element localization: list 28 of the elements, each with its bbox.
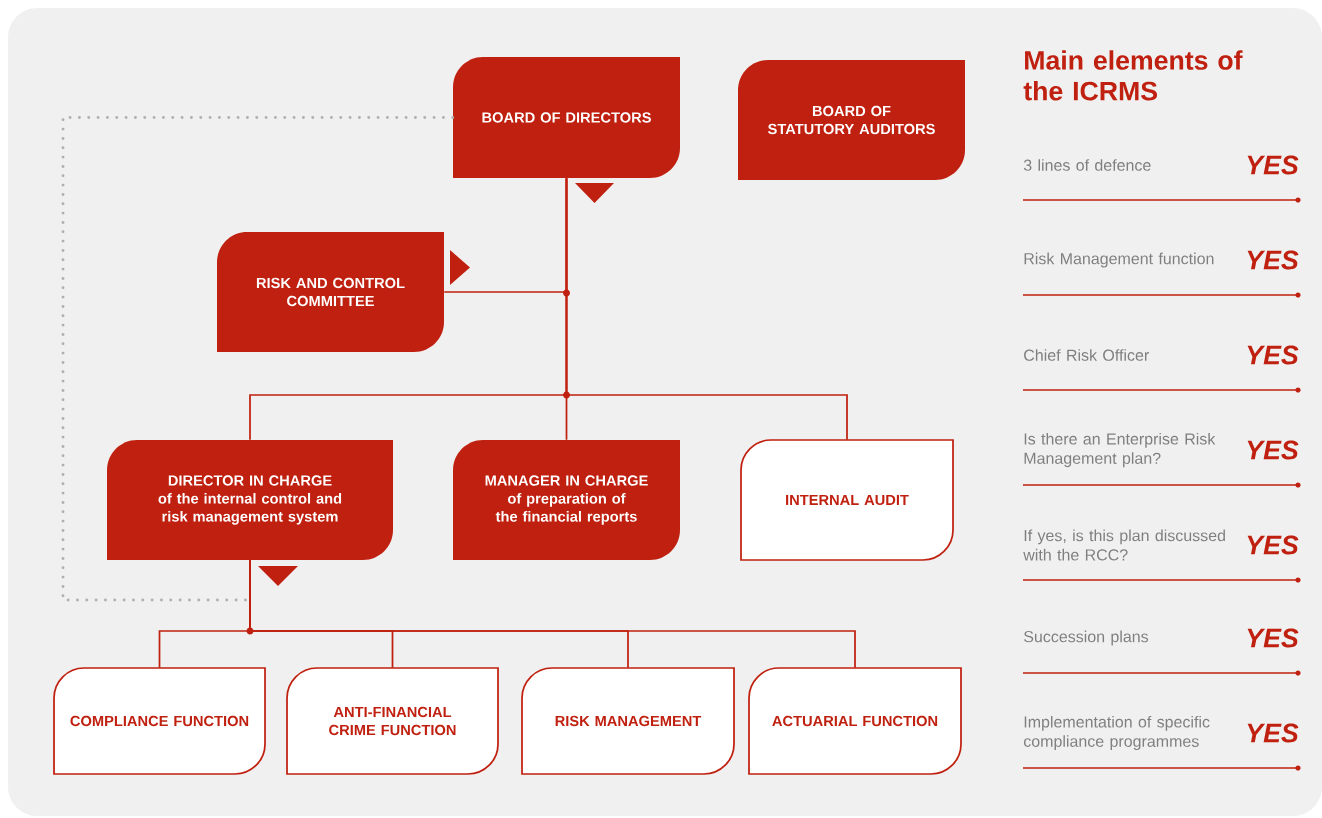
row-text: Risk Management function	[1024, 252, 1214, 268]
connector-line	[249, 559, 856, 669]
board-box: BOARD OF STATUTORY AUDITORS	[738, 60, 965, 180]
dotted-connector	[61, 116, 455, 602]
manager-box: MANAGER IN CHARGE of preparation of the financial reports	[453, 440, 680, 560]
answer-text: YES	[1247, 535, 1299, 555]
function-box: ACTUARIAL FUNCTION	[748, 667, 962, 775]
row-text: 3 lines of defence	[1023, 159, 1151, 171]
answer-text: YES	[1247, 250, 1299, 270]
answer-text: YES	[1247, 155, 1299, 175]
row-text: Is there an Enterprise Risk Management plan?	[1024, 432, 1216, 468]
function-box: ANTI-FINANCIAL CRIME FUNCTION	[286, 667, 499, 775]
answer-text: YES	[1247, 723, 1299, 743]
row-text: Implementation of specific compliance programmes	[1023, 715, 1210, 751]
panel-heading: Main elements of the ICRMS	[1023, 50, 1243, 101]
audit-box: INTERNAL AUDIT	[740, 439, 954, 561]
function-box: RISK MANAGEMENT	[521, 667, 735, 775]
director-box: DIRECTOR IN CHARGE of the internal control and risk management system	[107, 440, 393, 560]
answer-text: YES	[1247, 628, 1299, 648]
answer-text: YES	[1247, 440, 1299, 460]
committee-box: RISK AND CONTROL COMMITTEE	[217, 232, 444, 352]
row-text: Succession plans	[1024, 630, 1149, 646]
board-box: BOARD OF DIRECTORS	[453, 57, 680, 178]
answer-text: YES	[1247, 345, 1299, 365]
connector-line	[565, 177, 848, 441]
row-text: Chief Risk Officer	[1024, 349, 1149, 361]
row-text: If yes, is this plan discussed with the RCC?	[1023, 529, 1225, 561]
function-box: COMPLIANCE FUNCTION	[53, 667, 266, 775]
